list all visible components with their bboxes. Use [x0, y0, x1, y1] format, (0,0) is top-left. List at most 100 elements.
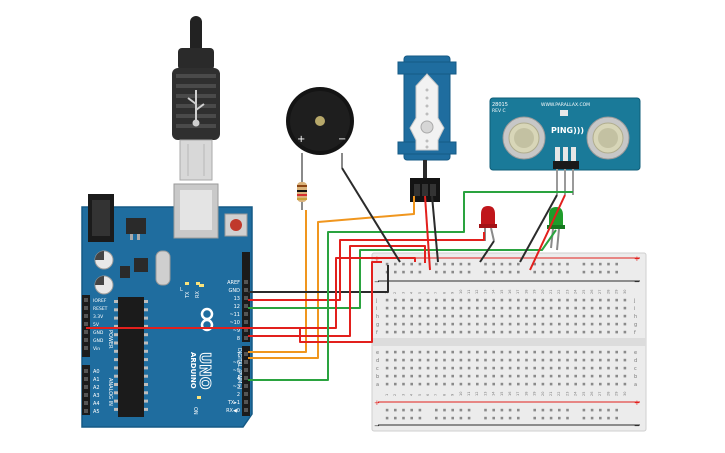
power-pin-label: IOREF	[93, 298, 107, 304]
rail-minus-label: −	[374, 278, 380, 286]
row-letter: a	[634, 382, 637, 388]
column-number: 8	[442, 394, 446, 396]
column-number: 26	[590, 290, 594, 294]
rail-minus-label: −	[374, 422, 380, 430]
small-chip	[120, 266, 130, 278]
column-number: 29	[615, 392, 619, 396]
l-led-label: L	[180, 287, 183, 293]
column-number: 30	[623, 290, 627, 294]
wires	[86, 167, 573, 381]
column-number: 20	[541, 392, 545, 396]
analog-pin-label: A4	[93, 401, 100, 407]
row-letter: b	[634, 374, 637, 380]
row-letter: f	[634, 330, 636, 336]
analog-header-label: ANALOG IN	[107, 378, 113, 406]
power-pin-label: Vin	[93, 346, 100, 352]
digital-pin-label: 4	[237, 376, 240, 382]
black-wire-gnd	[248, 265, 389, 293]
black-wire-led	[479, 240, 495, 263]
column-number: 13	[483, 392, 487, 396]
row-letter: g	[376, 322, 379, 328]
on-label: ON	[192, 407, 198, 415]
row-letter: c	[634, 366, 637, 372]
column-number: 27	[598, 290, 602, 294]
green-wire-pin12	[248, 229, 557, 309]
red-led	[479, 206, 497, 242]
digital-pin-label: ~10	[229, 320, 240, 326]
analog-pin-label: A5	[93, 409, 100, 415]
column-number: 29	[615, 290, 619, 294]
column-number: 18	[524, 290, 528, 294]
rail-plus-label: +	[634, 255, 640, 263]
column-number: 21	[549, 290, 553, 294]
digital-header-label: DIGITAL (PWM~)	[236, 348, 242, 390]
black-wire-servo	[431, 195, 439, 263]
column-number: 10	[459, 290, 463, 294]
column-number: 26	[590, 392, 594, 396]
column-number: 20	[541, 290, 545, 294]
row-letter: j	[375, 298, 377, 304]
column-number: 1	[385, 394, 389, 396]
ping-model-label: 28015	[492, 102, 508, 108]
column-number: 12	[475, 290, 479, 294]
column-number: 11	[467, 392, 471, 396]
digital-pin-label: AREF	[227, 280, 240, 286]
digital-pin-label: ~9	[233, 328, 240, 334]
column-number: 22	[557, 290, 561, 294]
arduino-brand: ARDUINO	[189, 352, 197, 389]
column-number: 11	[467, 290, 471, 294]
row-letter: i	[376, 306, 377, 312]
voltage-regulator	[126, 218, 146, 234]
power-pin-label: RESET	[93, 306, 108, 312]
reset-button	[224, 213, 248, 237]
analog-pin-label: A2	[93, 385, 100, 391]
small-chip	[134, 258, 148, 272]
rail-plus-label: +	[374, 399, 380, 407]
row-letter: f	[376, 330, 378, 336]
power-pin-label: GND	[93, 338, 104, 344]
arduino-logo	[200, 307, 214, 332]
digital-pin-label: ~11	[229, 312, 240, 318]
red-wire-5v	[86, 261, 382, 343]
digital-pin-label: 2	[237, 392, 240, 398]
column-number: 9	[451, 292, 455, 294]
red-wire-pin8	[248, 245, 426, 337]
rail-plus-label: +	[634, 399, 640, 407]
atmega-microcontroller	[114, 297, 148, 417]
black-wire-buzzer	[341, 167, 401, 263]
red-wire-pin13	[248, 232, 485, 301]
ping-url-label: WWW.PARALLAX.COM	[541, 102, 590, 108]
buzzer-minus-label: −	[338, 134, 346, 145]
tx-led-label: TX	[185, 291, 191, 299]
power-pin-label: GND	[93, 330, 104, 336]
red-wire-servo	[424, 195, 431, 271]
usb-icon	[187, 90, 205, 127]
column-number: 28	[606, 290, 610, 294]
column-number: 13	[483, 290, 487, 294]
column-number: 23	[565, 290, 569, 294]
ping-ultrasonic-sensor: 28015 REV C WWW.PARALLAX.COM PING))) GND…	[489, 97, 641, 195]
uno-model-label: UNO	[196, 352, 214, 390]
column-number: 24	[574, 289, 578, 294]
power-pin-label: 5V	[93, 322, 100, 328]
column-number: 15	[500, 290, 504, 294]
column-number: 28	[606, 392, 610, 396]
column-number: 5	[418, 292, 422, 294]
digital-pin-label: 7	[237, 352, 240, 358]
column-number: 17	[516, 392, 520, 396]
rx-led-label: RX	[195, 291, 201, 298]
row-letter: e	[376, 350, 379, 356]
column-number: 22	[557, 392, 561, 396]
column-number: 9	[451, 394, 455, 396]
digital-pin-label: GND	[229, 288, 241, 294]
row-letter: h	[634, 314, 637, 320]
crystal-oscillator	[155, 250, 171, 286]
row-letter: c	[376, 366, 379, 372]
ping-rev-label: REV C	[492, 108, 506, 114]
orange-wire-pin7-resistor	[248, 210, 307, 353]
column-number: 19	[533, 290, 537, 294]
column-number: 4	[410, 393, 414, 396]
row-letter: j	[633, 298, 635, 304]
digital-pin-label: RX◀0	[226, 408, 240, 414]
